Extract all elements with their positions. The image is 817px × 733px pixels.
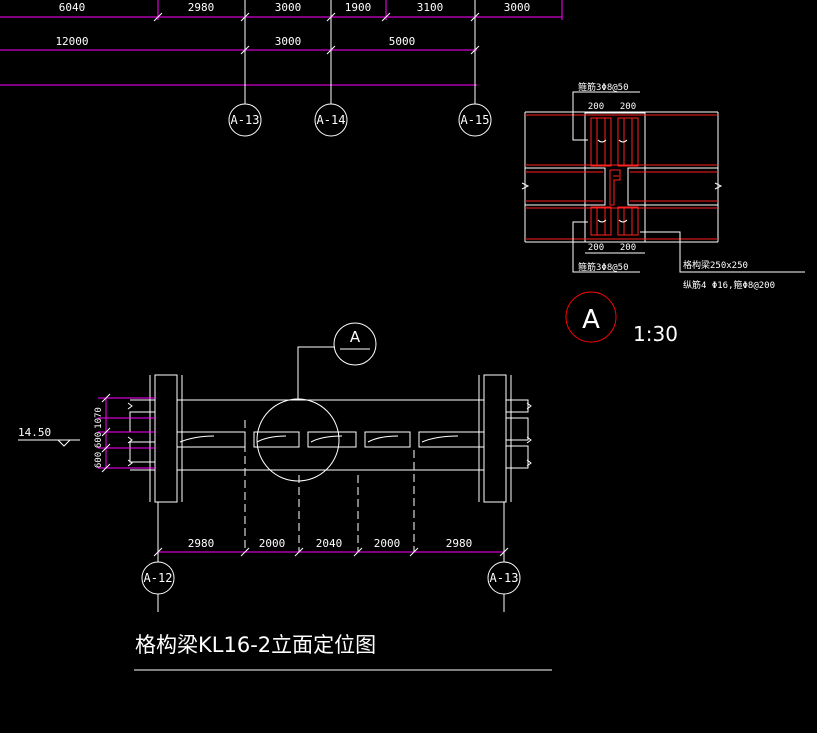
- dim-row1-4: 1900: [345, 1, 372, 14]
- dim-row1-5: 3100: [417, 1, 444, 14]
- elevation-callout-label: A: [350, 328, 361, 346]
- dim-row2-3: 5000: [389, 35, 416, 48]
- detail-scale: 1:30: [633, 322, 678, 346]
- beam-size-note: 格构梁250x250: [683, 259, 748, 271]
- detail-bottom-dim-1: 200: [588, 243, 604, 253]
- vdim-600-a: 600: [94, 432, 104, 448]
- detail-bubble-label: A: [582, 305, 600, 335]
- stirrup-note-bottom: 箍筋3Φ8@50: [578, 261, 629, 273]
- vdim-600-b: 600: [94, 452, 104, 468]
- stirrup-note-top: 箍筋3Φ8@50: [578, 81, 629, 93]
- axis-bubble-a13-bottom: A-13: [490, 571, 519, 585]
- detail-top-dim-1: 200: [588, 102, 604, 112]
- axis-bubble-a15: A-15: [461, 113, 490, 127]
- detail-bubble: [565, 291, 617, 343]
- detail-a-section: 箍筋3Φ8@50 200 200 200 200 箍筋3Φ8@50 格构梁250…: [521, 81, 805, 291]
- elevation-dimensions: [98, 397, 504, 553]
- axis-bubble-a13-top: A-13: [231, 113, 260, 127]
- level-value: 14.50: [18, 426, 51, 439]
- bdim-3: 2040: [316, 537, 343, 550]
- bdim-5: 2980: [446, 537, 473, 550]
- bdim-1: 2980: [188, 537, 215, 550]
- dim-row1-2: 2980: [188, 1, 215, 14]
- dim-row1-1: 6040: [59, 1, 86, 14]
- dim-row1-6: 3000: [504, 1, 531, 14]
- axis-bubble-a12: A-12: [144, 571, 173, 585]
- dim-row2-1: 12000: [55, 35, 88, 48]
- dim-row1-3: 3000: [275, 1, 302, 14]
- top-axis-bubbles: [228, 103, 492, 137]
- rebar-note: 纵筋4 Φ16,箍Φ8@200: [683, 279, 775, 291]
- bottom-axis-bubbles: [141, 561, 521, 595]
- dim-row2-2: 3000: [275, 35, 302, 48]
- elevation-drawing: [18, 322, 532, 612]
- drawing-title: 格构梁KL16-2立面定位图: [135, 633, 376, 657]
- top-dimension-chains: 6040 2980 3000 1900 3100 3000 12000 3000…: [0, 0, 563, 104]
- axis-bubble-a14: A-14: [317, 113, 346, 127]
- detail-top-dim-2: 200: [620, 102, 636, 112]
- detail-bottom-dim-2: 200: [620, 243, 636, 253]
- bdim-2: 2000: [259, 537, 286, 550]
- bdim-4: 2000: [374, 537, 401, 550]
- vdim-1070: 1070: [94, 407, 104, 429]
